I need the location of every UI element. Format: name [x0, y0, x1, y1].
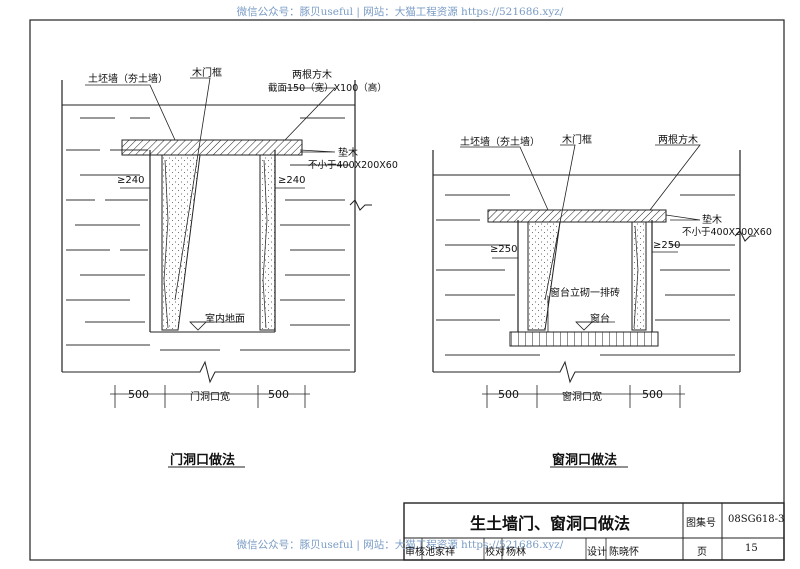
door-pad-size: 不小于400X200X60 [308, 160, 398, 171]
review-label: 审核 [405, 547, 425, 558]
window-dim-right: ≥250 [653, 240, 681, 251]
window-brick-label: 窗台立砌一排砖 [550, 288, 620, 299]
sheet-border [29, 19, 785, 561]
door-detail [61, 77, 372, 408]
window-width-right: 500 [642, 388, 663, 401]
window-caption: 窗洞口做法 [552, 453, 618, 468]
window-frame-label: 木门框 [562, 135, 592, 146]
window-width-mid: 窗洞口宽 [562, 392, 602, 403]
window-dim-left: ≥250 [490, 244, 518, 255]
door-timber-label: 两根方木 [292, 70, 332, 81]
watermark-top: 微信公众号：豚贝useful | 网站：大猫工程资源 https://52168… [236, 6, 564, 18]
window-pad-size: 不小于400X200X60 [682, 227, 772, 238]
door-wall-label: 土坯墙（夯土墙） [88, 74, 168, 85]
page-number: 15 [745, 543, 758, 554]
window-width-left: 500 [498, 388, 519, 401]
door-width-right: 500 [268, 388, 289, 401]
title-block-frame [403, 502, 785, 561]
design-label: 设计 [587, 547, 607, 558]
door-dim-right: ≥240 [278, 175, 306, 186]
checker-name: 杨林 [506, 547, 526, 558]
door-dim-left: ≥240 [117, 175, 145, 186]
window-wall-label: 土坯墙（夯土墙） [460, 137, 540, 148]
door-timber-section: 截面150（宽）X100（高） [268, 83, 387, 94]
atlas-label: 图集号 [686, 518, 716, 529]
reviewer-name: 池家祥 [425, 547, 455, 558]
door-pad-label: 垫木 [338, 148, 358, 159]
page-label: 页 [697, 547, 707, 558]
window-timber-label: 两根方木 [658, 135, 698, 146]
door-caption: 门洞口做法 [170, 453, 236, 468]
check-label: 校对 [485, 547, 505, 558]
watermark-bottom: 微信公众号：豚贝useful | 网站：大猫工程资源 https://52168… [236, 539, 564, 551]
drawing-title: 生土墙门、窗洞口做法 [470, 514, 631, 533]
door-floor-label: 室内地面 [205, 314, 245, 325]
designer-name: 陈晓怀 [609, 547, 639, 558]
door-frame-label: 木门框 [192, 68, 222, 79]
window-pad-label: 垫木 [702, 215, 722, 226]
door-width-left: 500 [128, 388, 149, 401]
door-width-mid: 门洞口宽 [190, 392, 230, 403]
atlas-number: 08SG618-3 [728, 514, 785, 525]
window-detail [432, 144, 756, 408]
window-sill-label: 窗台 [590, 314, 610, 325]
